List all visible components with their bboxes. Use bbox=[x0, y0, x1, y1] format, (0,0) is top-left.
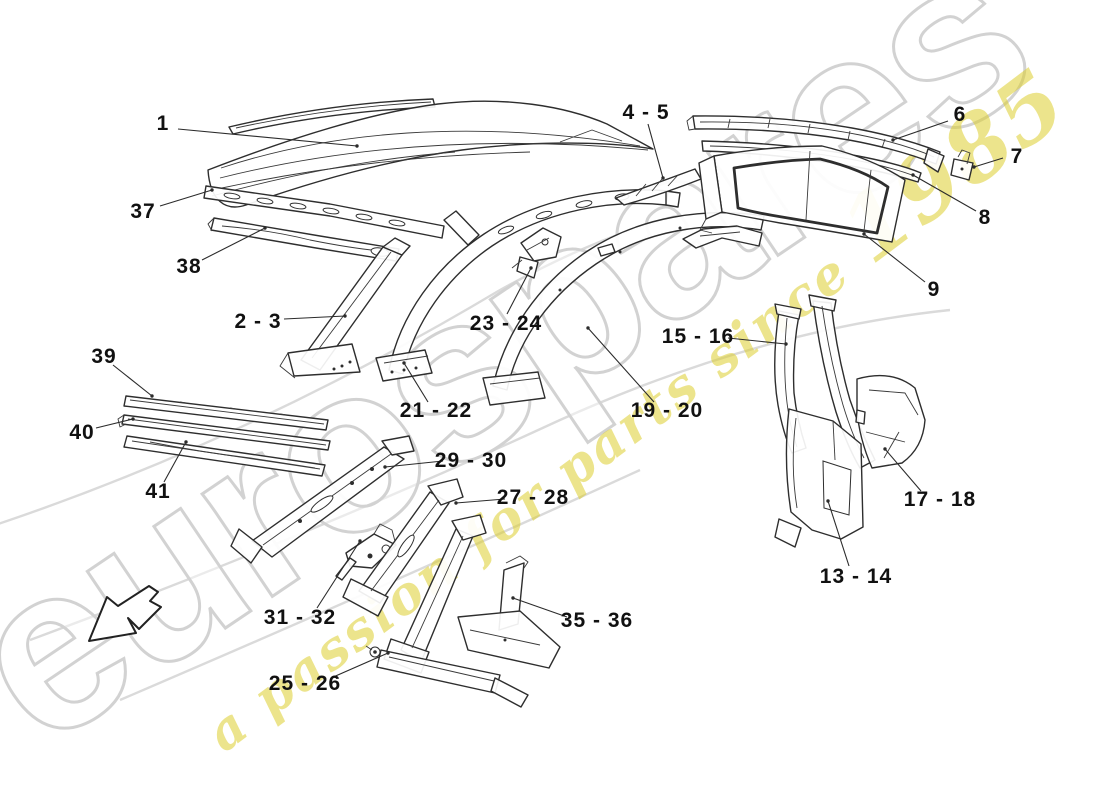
bracket-31-32 bbox=[335, 523, 397, 581]
leader-line-15-16 bbox=[727, 337, 787, 345]
leader-line-2-3 bbox=[283, 315, 346, 320]
leader-line-23-24 bbox=[506, 267, 532, 315]
part-label-8: 8 bbox=[978, 206, 992, 229]
a-pillar-2-3 bbox=[279, 237, 411, 379]
part-label-27-28: 27 - 28 bbox=[496, 486, 570, 509]
leader-line-41 bbox=[163, 441, 187, 483]
bracket-23-24 bbox=[511, 227, 562, 279]
strip-6 bbox=[686, 115, 945, 173]
part-label-29-30: 29 - 30 bbox=[434, 449, 508, 472]
leader-line-4-5 bbox=[647, 123, 664, 179]
leader-line-35-36 bbox=[512, 597, 568, 618]
part-label-23-24: 23 - 24 bbox=[469, 312, 543, 335]
part-label-38: 38 bbox=[176, 255, 202, 278]
part-label-40: 40 bbox=[69, 421, 95, 444]
windscreen-frame-19-20 bbox=[482, 212, 765, 406]
leader-line-13-14 bbox=[827, 500, 850, 567]
part-label-39: 39 bbox=[91, 345, 117, 368]
part-label-9: 9 bbox=[927, 278, 941, 301]
clip-7 bbox=[950, 149, 974, 181]
leader-lines bbox=[95, 120, 1004, 679]
part-label-41: 41 bbox=[145, 480, 171, 503]
part-label-2-3: 2 - 3 bbox=[234, 310, 282, 333]
leader-line-27-28 bbox=[455, 498, 506, 504]
leader-line-9 bbox=[863, 233, 926, 283]
leader-line-8 bbox=[912, 174, 977, 212]
part-label-31-32: 31 - 32 bbox=[263, 606, 337, 629]
leader-line-19-20 bbox=[587, 327, 655, 403]
part-label-25-26: 25 - 26 bbox=[268, 672, 342, 695]
direction-arrow-icon bbox=[88, 585, 162, 642]
sill-25-26 bbox=[365, 645, 529, 708]
pillar-29-30 bbox=[230, 435, 415, 564]
part-label-7: 7 bbox=[1010, 145, 1024, 168]
leader-line-25-26 bbox=[330, 652, 389, 679]
leader-line-17-18 bbox=[884, 448, 922, 492]
gusset-35-36 bbox=[457, 555, 561, 669]
strip-41 bbox=[123, 435, 326, 477]
leader-line-38 bbox=[201, 227, 266, 261]
part-label-6: 6 bbox=[953, 103, 967, 126]
cowl-strip-37 bbox=[203, 185, 445, 239]
part-label-37: 37 bbox=[130, 200, 156, 223]
window-frame-9 bbox=[698, 145, 906, 243]
leader-line-39 bbox=[112, 364, 153, 397]
leader-line-6 bbox=[892, 120, 949, 141]
quarter-panel-17-18 bbox=[855, 374, 926, 469]
part-label-13-14: 13 - 14 bbox=[819, 565, 893, 588]
part-label-4-5: 4 - 5 bbox=[622, 101, 670, 124]
roof-panel bbox=[207, 98, 654, 208]
leader-line-37 bbox=[159, 189, 213, 207]
b-pillar-13-14 bbox=[774, 408, 864, 548]
part-label-15-16: 15 - 16 bbox=[661, 325, 735, 348]
strip-39 bbox=[123, 395, 329, 431]
part-label-19-20: 19 - 20 bbox=[630, 399, 704, 422]
part-label-21-22: 21 - 22 bbox=[399, 399, 473, 422]
leader-line-40 bbox=[95, 418, 134, 429]
roof-rail-21-22 bbox=[375, 189, 681, 382]
part-label-17-18: 17 - 18 bbox=[903, 488, 977, 511]
leader-line-31-32 bbox=[316, 540, 361, 609]
leader-line-7 bbox=[973, 157, 1004, 168]
pillar-27-28 bbox=[342, 478, 464, 617]
part-label-1: 1 bbox=[156, 112, 170, 135]
leader-line-1 bbox=[177, 128, 358, 147]
leader-line-29-30 bbox=[384, 460, 444, 468]
part-label-35-36: 35 - 36 bbox=[560, 609, 634, 632]
leader-line-21-22 bbox=[403, 362, 429, 403]
